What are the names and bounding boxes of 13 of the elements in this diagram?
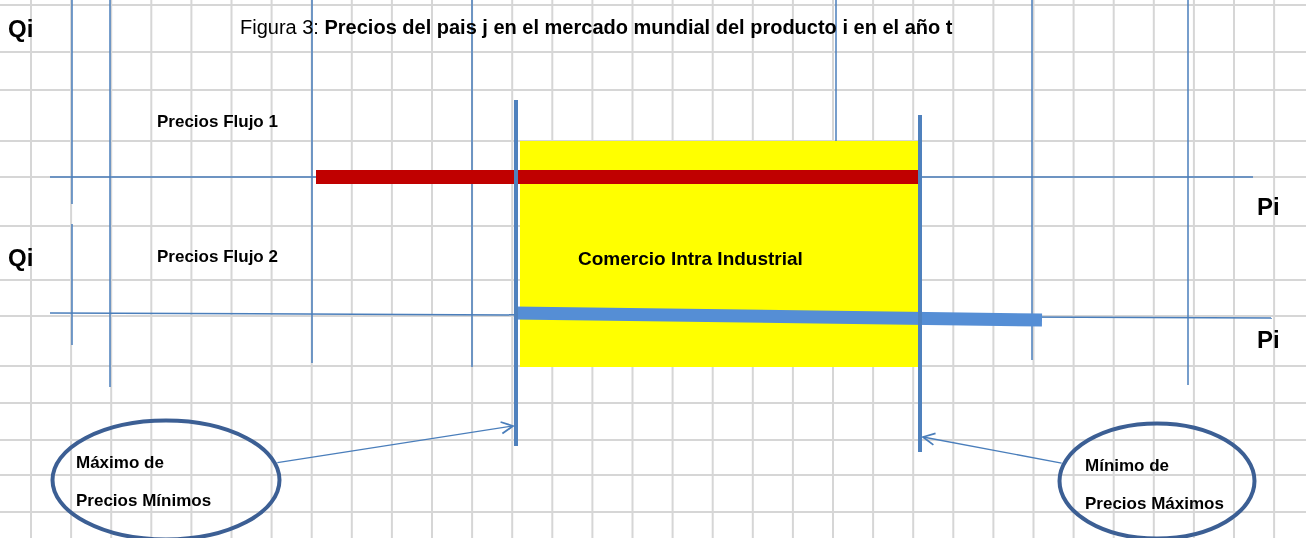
series-label: Precios Flujo 1	[157, 112, 278, 132]
axis-label: Qi	[8, 15, 34, 43]
series-label: Precios Flujo 2	[157, 247, 278, 267]
axis-label: Pi	[1257, 326, 1280, 354]
leader-arrow	[276, 421, 514, 464]
callout-text: Máximo de Precios Mínimos	[76, 452, 213, 512]
price-bar	[918, 115, 922, 452]
price-bar	[514, 100, 518, 446]
axis-label: Pi	[1257, 193, 1280, 221]
leader-arrow	[922, 432, 1063, 464]
area-label: Comercio Intra Industrial	[578, 248, 803, 270]
callout-text: Mínimo de Precios Máximos	[1085, 455, 1225, 515]
axis-label: Qi	[8, 244, 34, 272]
